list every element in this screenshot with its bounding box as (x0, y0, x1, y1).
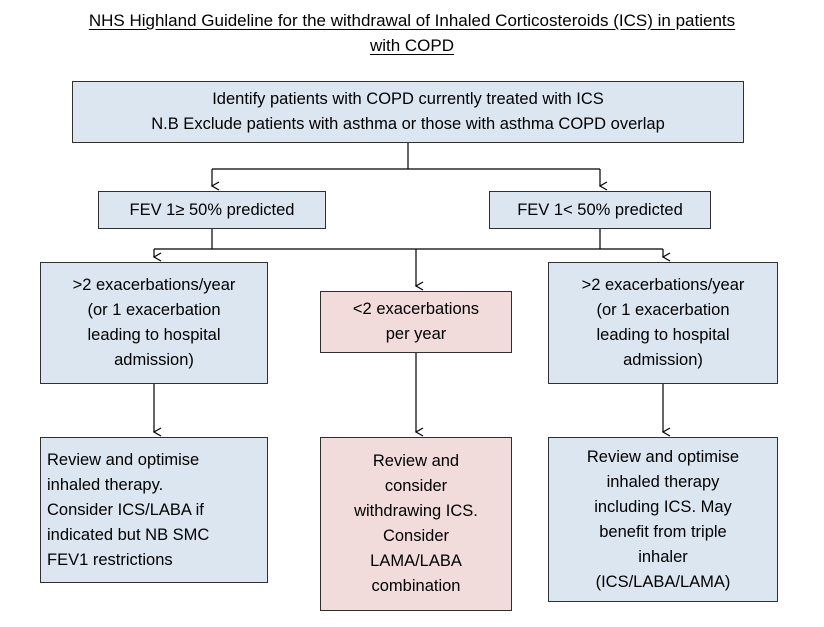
node-identify-patients-label: Identify patients with COPD currently tr… (151, 90, 665, 133)
node-action-center-label: Review and consider withdrawing ICS. Con… (354, 452, 478, 595)
node-fev1-lt-50: FEV 1< 50% predicted (489, 191, 711, 229)
node-fev1-lt-50-label: FEV 1< 50% predicted (517, 200, 683, 219)
node-action-right-label: Review and optimise inhaled therapy incl… (586, 447, 740, 591)
node-action-left: Review and optimise inhaled therapy. Con… (40, 437, 268, 583)
node-exacerbations-left-label: >2 exacerbations/year (or 1 exacerbation… (72, 276, 236, 369)
node-exacerbations-right: >2 exacerbations/year (or 1 exacerbation… (548, 262, 778, 384)
node-fev1-ge-50: FEV 1≥ 50% predicted (98, 191, 326, 229)
page-title: NHS Highland Guideline for the withdrawa… (28, 8, 796, 58)
node-exacerbations-center: <2 exacerbations per year (320, 291, 512, 353)
page-title-line-1: NHS Highland Guideline for the withdrawa… (88, 11, 736, 30)
node-action-center: Review and consider withdrawing ICS. Con… (320, 437, 512, 611)
node-exacerbations-right-label: >2 exacerbations/year (or 1 exacerbation… (581, 276, 745, 369)
node-identify-patients: Identify patients with COPD currently tr… (72, 81, 744, 143)
node-action-left-label: Review and optimise inhaled therapy. Con… (47, 450, 210, 569)
node-exacerbations-center-label: <2 exacerbations per year (352, 300, 480, 343)
node-exacerbations-left: >2 exacerbations/year (or 1 exacerbation… (40, 262, 268, 384)
page-title-line-2: with COPD (369, 36, 455, 55)
node-fev1-ge-50-label: FEV 1≥ 50% predicted (129, 200, 295, 219)
node-action-right: Review and optimise inhaled therapy incl… (548, 437, 778, 602)
